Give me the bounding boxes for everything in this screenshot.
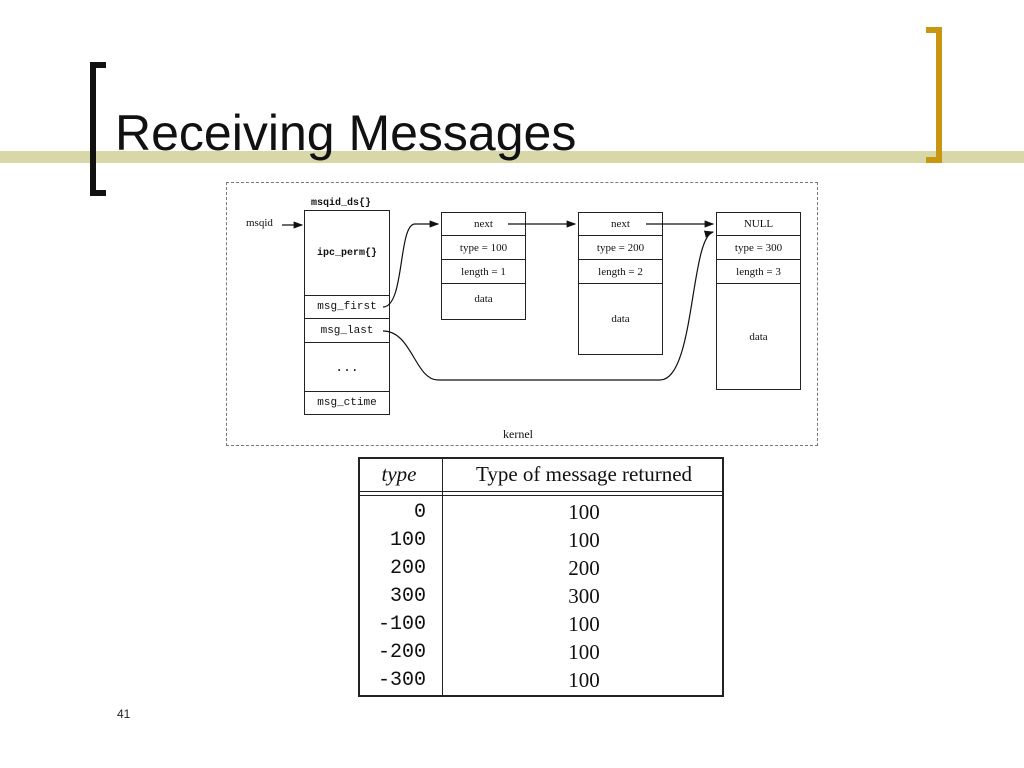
message-2-next: next: [578, 212, 663, 236]
table-row-returned: 200: [568, 556, 600, 580]
table-row-returned: 100: [568, 668, 600, 692]
table-row-type: -200: [377, 641, 426, 664]
table-row-returned: 100: [568, 528, 600, 552]
returned-column-header: Type of message returned: [475, 462, 693, 486]
msg-ctime-field: msg_ctime: [304, 391, 390, 415]
ellipsis-field: ...: [304, 342, 390, 392]
msg-last-field: msg_last: [304, 318, 390, 343]
kernel-boundary: [226, 182, 818, 446]
message-2-type: type = 200: [578, 235, 663, 260]
type-column-header: type: [381, 462, 417, 486]
table-row-returned: 100: [568, 612, 600, 636]
message-3-length: length = 3: [716, 259, 801, 284]
header-rule-double: [360, 495, 722, 496]
table-row-returned: 100: [568, 640, 600, 664]
message-1-length: length = 1: [441, 259, 526, 284]
left-bracket-decoration: [90, 62, 106, 196]
ipc-perm-field: ipc_perm{}: [304, 210, 390, 296]
table-row-type: 100: [389, 529, 426, 552]
slide-number: 41: [117, 707, 131, 721]
table-row-type: 300: [389, 585, 426, 608]
message-3-data: data: [716, 283, 801, 390]
message-2-length: length = 2: [578, 259, 663, 284]
message-3-type: type = 300: [716, 235, 801, 260]
right-bracket-decoration: [926, 27, 942, 163]
message-3-next: NULL: [716, 212, 801, 236]
title-accent-bar: [0, 151, 1024, 163]
type-selection-table: type Type of message returned 0 100 100 …: [358, 457, 724, 697]
header-rule: [360, 491, 722, 492]
table-row-type: -300: [377, 669, 426, 692]
table-row-type: 200: [389, 557, 426, 580]
message-1-next: next: [441, 212, 526, 236]
table-row-type: -100: [377, 613, 426, 636]
table-row-type: 0: [413, 501, 426, 524]
msqid-ds-header: msqid_ds{}: [311, 198, 372, 209]
message-1-type: type = 100: [441, 235, 526, 260]
slide-title: Receiving Messages: [115, 105, 577, 161]
kernel-label: kernel: [503, 427, 533, 441]
msqid-label: msqid: [246, 217, 273, 229]
message-2-data: data: [578, 283, 663, 355]
msg-first-field: msg_first: [304, 295, 390, 319]
table-row-returned: 100: [568, 500, 600, 524]
table-row-returned: 300: [568, 584, 600, 608]
column-divider: [442, 459, 443, 695]
message-1-data: data: [441, 283, 526, 320]
